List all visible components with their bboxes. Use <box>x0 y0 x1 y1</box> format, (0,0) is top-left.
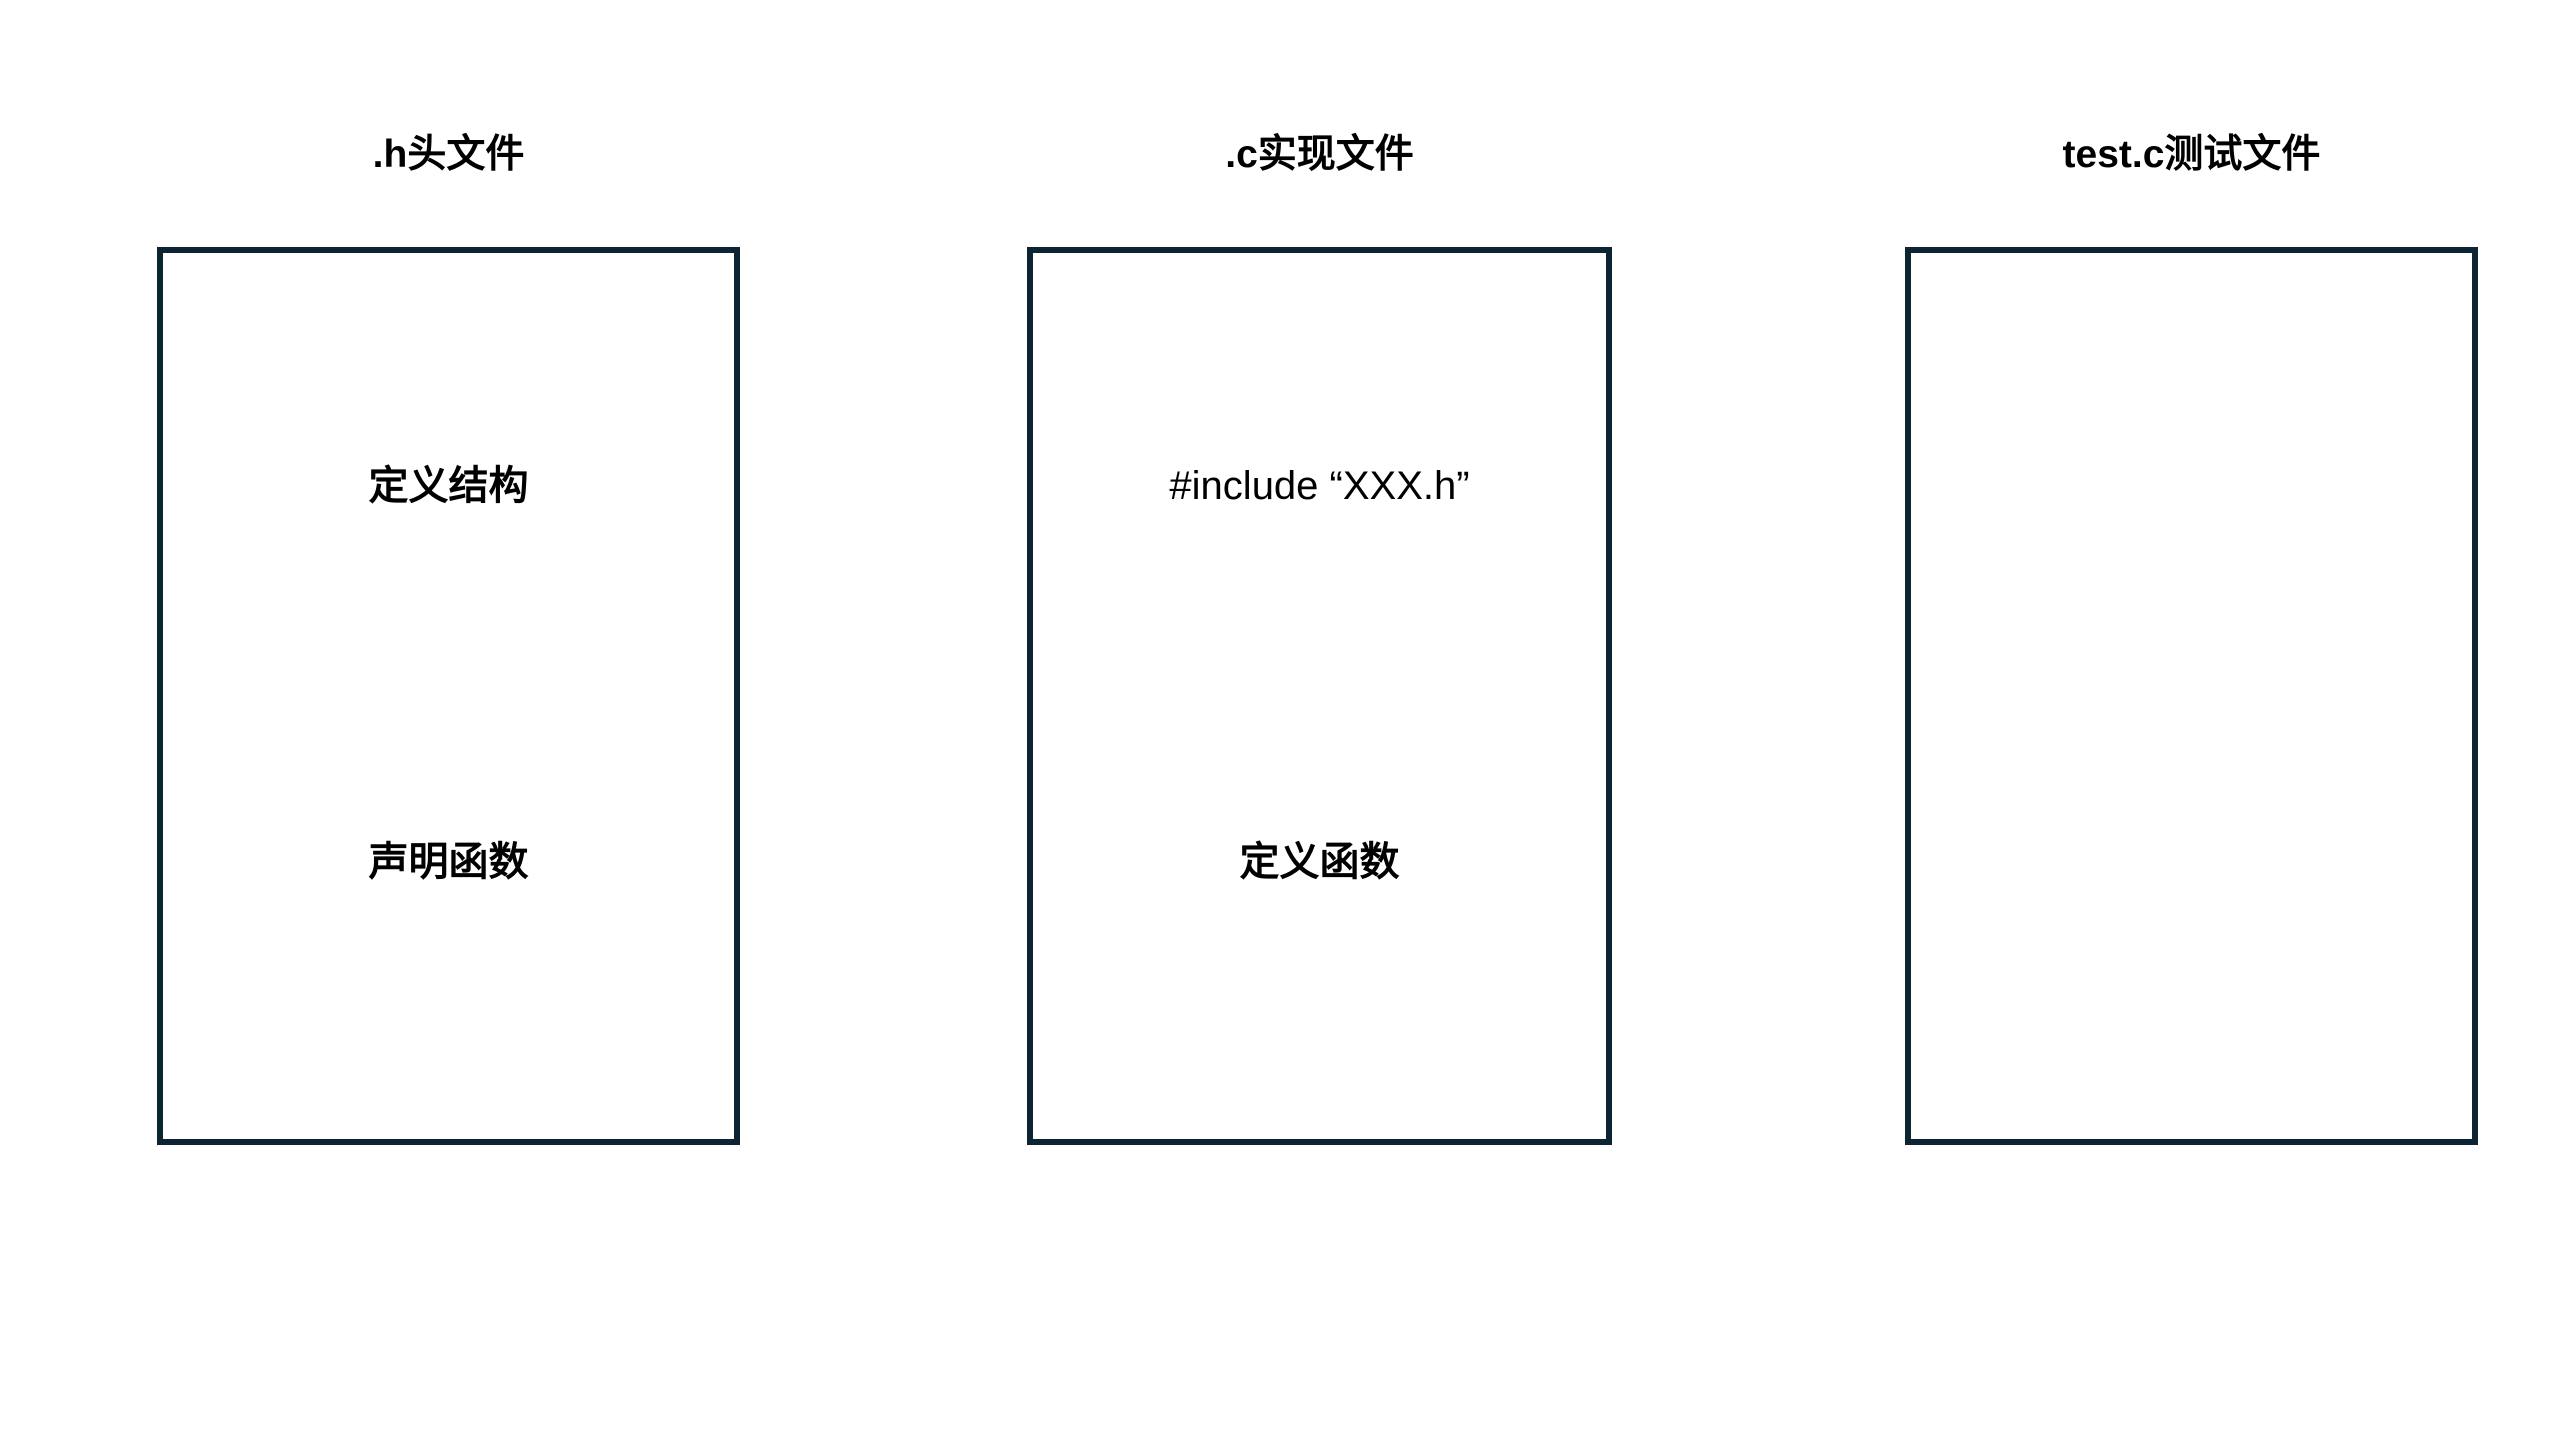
column-title-h-file: .h头文件 <box>372 133 525 176</box>
file-box-c-file: #include “XXX.h” 定义函数 <box>1027 247 1612 1145</box>
box-line-declare-function: 声明函数 <box>368 840 529 884</box>
column-h-file: .h头文件 定义结构 声明函数 <box>157 0 740 1440</box>
column-test-file: test.c测试文件 <box>1905 0 2478 1440</box>
column-title-test-file: test.c测试文件 <box>2062 133 2321 176</box>
file-box-h-file: 定义结构 声明函数 <box>157 247 740 1145</box>
file-box-test-file <box>1905 247 2478 1145</box>
box-line-define-struct: 定义结构 <box>368 464 529 508</box>
box-line-include-directive: #include “XXX.h” <box>1169 464 1470 508</box>
column-title-c-file: .c实现文件 <box>1225 133 1414 176</box>
box-line-define-function: 定义函数 <box>1239 840 1400 884</box>
column-c-file: .c实现文件 #include “XXX.h” 定义函数 <box>1027 0 1612 1440</box>
